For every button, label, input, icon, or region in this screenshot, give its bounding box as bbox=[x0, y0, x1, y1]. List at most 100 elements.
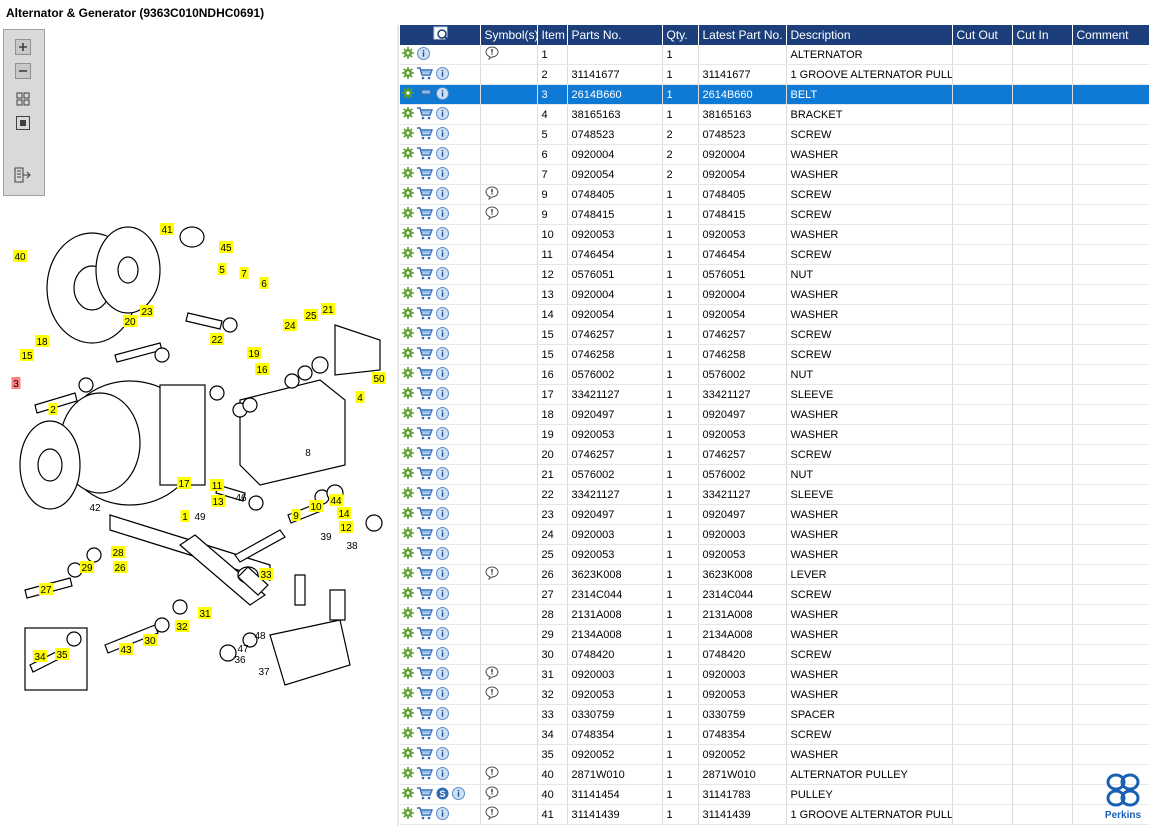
add-to-cart-icon[interactable] bbox=[417, 306, 434, 323]
info-icon[interactable] bbox=[436, 426, 449, 443]
add-to-cart-icon[interactable] bbox=[417, 106, 434, 123]
callout-5[interactable]: 5 bbox=[217, 263, 227, 276]
part-options-icon[interactable] bbox=[402, 207, 414, 222]
pane-splitter[interactable] bbox=[397, 25, 399, 826]
part-options-icon[interactable] bbox=[402, 607, 414, 622]
column-header-item[interactable]: Item bbox=[537, 25, 568, 45]
part-options-icon[interactable] bbox=[402, 47, 414, 62]
callout-9[interactable]: 9 bbox=[291, 509, 301, 522]
column-header-cut-in[interactable]: Cut In bbox=[1012, 25, 1073, 45]
info-icon[interactable] bbox=[436, 626, 449, 643]
column-header-comment[interactable]: Comment bbox=[1072, 25, 1149, 45]
callout-44[interactable]: 44 bbox=[329, 494, 343, 507]
part-options-icon[interactable] bbox=[402, 147, 414, 162]
part-options-icon[interactable] bbox=[402, 507, 414, 522]
info-icon[interactable] bbox=[436, 486, 449, 503]
note-icon[interactable] bbox=[485, 186, 499, 203]
note-icon[interactable] bbox=[485, 766, 499, 783]
callout-19[interactable]: 19 bbox=[247, 347, 261, 360]
column-header-symbols[interactable]: Symbol(s) bbox=[480, 25, 538, 45]
info-icon[interactable] bbox=[436, 446, 449, 463]
supersession-icon[interactable]: S bbox=[436, 787, 449, 803]
add-to-cart-icon[interactable] bbox=[417, 346, 434, 363]
column-header-latest-part-no[interactable]: Latest Part No. bbox=[698, 25, 787, 45]
note-icon[interactable] bbox=[485, 666, 499, 683]
callout-21[interactable]: 21 bbox=[321, 303, 335, 316]
part-options-icon[interactable] bbox=[402, 247, 414, 262]
info-icon[interactable] bbox=[436, 606, 449, 623]
callout-40[interactable]: 40 bbox=[13, 250, 27, 263]
callout-47[interactable]: 47 bbox=[237, 644, 249, 655]
callout-16[interactable]: 16 bbox=[255, 363, 269, 376]
callout-42[interactable]: 42 bbox=[89, 503, 101, 514]
info-icon[interactable] bbox=[436, 346, 449, 363]
part-options-icon[interactable] bbox=[402, 447, 414, 462]
info-icon[interactable] bbox=[452, 786, 465, 803]
column-header-parts-no[interactable]: Parts No. bbox=[567, 25, 663, 45]
info-icon[interactable] bbox=[436, 306, 449, 323]
part-options-icon[interactable] bbox=[402, 67, 414, 82]
info-icon[interactable] bbox=[436, 566, 449, 583]
info-icon[interactable] bbox=[436, 586, 449, 603]
callout-11[interactable]: 11 bbox=[210, 479, 224, 492]
part-options-icon[interactable] bbox=[402, 547, 414, 562]
part-options-icon[interactable] bbox=[402, 167, 414, 182]
callout-24[interactable]: 24 bbox=[283, 319, 297, 332]
part-options-icon[interactable] bbox=[402, 307, 414, 322]
info-icon[interactable] bbox=[436, 466, 449, 483]
add-to-cart-icon[interactable] bbox=[417, 206, 434, 223]
part-options-icon[interactable] bbox=[402, 347, 414, 362]
part-options-icon[interactable] bbox=[402, 387, 414, 402]
add-to-cart-icon[interactable] bbox=[417, 506, 434, 523]
note-icon[interactable] bbox=[485, 786, 499, 803]
add-to-cart-icon[interactable] bbox=[417, 466, 434, 483]
part-options-icon[interactable] bbox=[402, 527, 414, 542]
callout-32[interactable]: 32 bbox=[175, 620, 189, 633]
info-icon[interactable] bbox=[417, 46, 430, 63]
info-icon[interactable] bbox=[436, 806, 449, 823]
callout-37[interactable]: 37 bbox=[258, 667, 270, 678]
part-options-icon[interactable] bbox=[402, 587, 414, 602]
note-icon[interactable] bbox=[485, 806, 499, 823]
add-to-cart-icon[interactable] bbox=[417, 226, 434, 243]
part-options-icon[interactable] bbox=[402, 767, 414, 782]
add-to-cart-icon[interactable] bbox=[417, 186, 434, 203]
info-icon[interactable] bbox=[436, 686, 449, 703]
add-to-cart-icon[interactable] bbox=[417, 726, 434, 743]
add-to-cart-icon[interactable] bbox=[417, 786, 434, 803]
callout-1[interactable]: 1 bbox=[180, 510, 190, 523]
part-options-icon[interactable] bbox=[402, 287, 414, 302]
add-to-cart-icon[interactable] bbox=[417, 446, 434, 463]
info-icon[interactable] bbox=[436, 206, 449, 223]
info-icon[interactable] bbox=[436, 226, 449, 243]
callout-29[interactable]: 29 bbox=[80, 561, 94, 574]
info-icon[interactable] bbox=[436, 106, 449, 123]
callout-31[interactable]: 31 bbox=[198, 607, 212, 620]
callout-13[interactable]: 13 bbox=[211, 495, 225, 508]
actual-size-icon[interactable] bbox=[14, 114, 32, 132]
info-icon[interactable] bbox=[436, 186, 449, 203]
info-icon[interactable] bbox=[436, 386, 449, 403]
callout-35[interactable]: 35 bbox=[55, 648, 69, 661]
callout-45[interactable]: 45 bbox=[219, 241, 233, 254]
add-to-cart-icon[interactable] bbox=[417, 806, 434, 823]
callout-20[interactable]: 20 bbox=[123, 315, 137, 328]
callout-14[interactable]: 14 bbox=[337, 507, 351, 520]
callout-28[interactable]: 28 bbox=[111, 546, 125, 559]
callout-6[interactable]: 6 bbox=[259, 277, 269, 290]
add-to-cart-icon[interactable] bbox=[417, 66, 434, 83]
add-to-cart-icon[interactable] bbox=[417, 166, 434, 183]
